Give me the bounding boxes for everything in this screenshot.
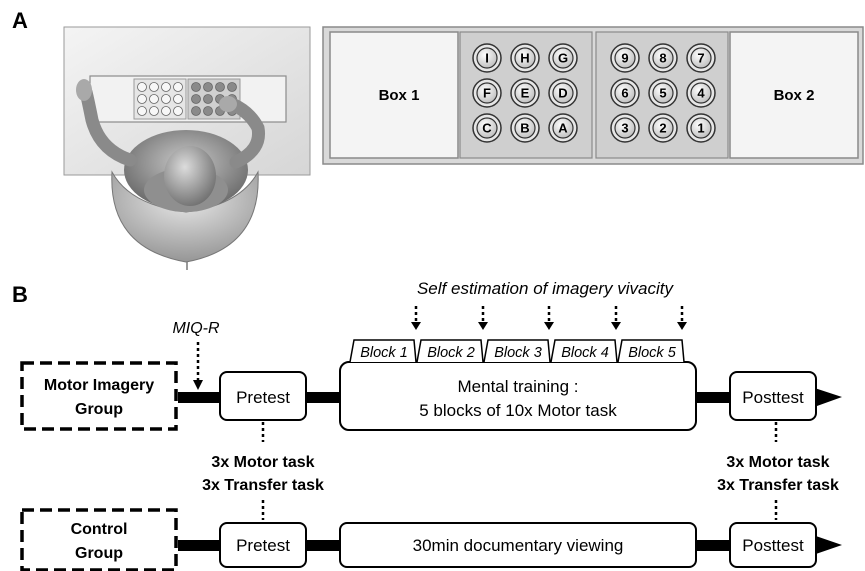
number-button-2: 2 <box>648 113 678 143</box>
block-tab-label: Block 4 <box>561 345 609 361</box>
mi-pretest-label: Pretest <box>236 388 290 407</box>
letter-button-label: B <box>520 121 529 136</box>
block-tab-4: Block 4 <box>550 339 618 363</box>
number-button-5: 5 <box>648 78 678 108</box>
number-button-label: 6 <box>621 86 628 101</box>
number-button-8: 8 <box>648 43 678 73</box>
number-button-1: 1 <box>686 113 716 143</box>
number-button-label: 2 <box>659 121 666 136</box>
letter-button-grid: I H G F E D C B A <box>472 43 578 143</box>
documentary-box <box>339 522 697 568</box>
control-pretest-label: Pretest <box>236 536 290 555</box>
test-connectors <box>261 422 778 520</box>
control-posttest-box <box>729 522 817 568</box>
motor-imagery-group-line2: Group <box>75 401 123 418</box>
tests-right-line1: 3x Motor task <box>726 454 829 471</box>
documentary-label: 30min documentary viewing <box>413 536 624 555</box>
miq-r-label: MIQ-R <box>172 320 220 337</box>
control-pretest-box <box>219 522 307 568</box>
number-button-label: 9 <box>621 51 628 66</box>
mental-training-line2: 5 blocks of 10x Motor task <box>419 401 617 420</box>
tests-left-line1: 3x Motor task <box>211 454 314 471</box>
letter-button-D: D <box>548 78 578 108</box>
control-group-line1: Control <box>71 521 128 538</box>
mental-training-line1: Mental training : <box>458 377 579 396</box>
number-button-3: 3 <box>610 113 640 143</box>
letter-button-label: I <box>485 51 489 66</box>
panel-a-letter: A <box>12 8 28 33</box>
tests-left-line2: 3x Transfer task <box>202 477 324 494</box>
control-group-box <box>20 508 178 571</box>
motor-imagery-group-box <box>20 361 178 431</box>
number-button-grid: 9 8 7 6 5 4 3 2 1 <box>610 43 716 143</box>
self-estimation-label: Self estimation of imagery vivacity <box>417 279 675 298</box>
block-tabs: Block 1 Block 2 Block 3 Block 4 Block 5 <box>349 339 685 363</box>
number-button-label: 3 <box>621 121 628 136</box>
number-button-label: 1 <box>697 121 704 136</box>
letter-button-G: G <box>548 43 578 73</box>
motor-imagery-group-line1: Motor Imagery <box>44 377 154 394</box>
block-tab-3: Block 3 <box>483 339 551 363</box>
block-tab-5: Block 5 <box>617 339 685 363</box>
box-2-label: Box 2 <box>774 87 815 104</box>
control-group-line2: Group <box>75 545 123 562</box>
letter-button-label: D <box>558 86 567 101</box>
letter-button-label: H <box>520 51 529 66</box>
block-tab-label: Block 1 <box>360 345 408 361</box>
letter-button-F: F <box>472 78 502 108</box>
mi-pretest-box <box>219 371 307 421</box>
number-button-9: 9 <box>610 43 640 73</box>
block-tab-label: Block 3 <box>494 345 542 361</box>
block-tab-2: Block 2 <box>416 339 484 363</box>
letter-button-H: H <box>510 43 540 73</box>
block-tab-label: Block 2 <box>427 345 475 361</box>
participant-illustration <box>76 79 266 270</box>
letter-button-I: I <box>472 43 502 73</box>
number-button-label: 4 <box>697 86 705 101</box>
number-button-6: 6 <box>610 78 640 108</box>
tests-right-line2: 3x Transfer task <box>717 477 839 494</box>
number-button-label: 5 <box>659 86 666 101</box>
letter-button-label: A <box>558 121 568 136</box>
box-1-label: Box 1 <box>379 87 420 104</box>
control-posttest-label: Posttest <box>742 536 804 555</box>
letter-button-label: G <box>558 51 568 66</box>
block-tab-label: Block 5 <box>628 345 676 361</box>
self-estimation-arrowheads <box>411 322 687 330</box>
number-button-4: 4 <box>686 78 716 108</box>
letter-button-label: E <box>521 86 530 101</box>
letter-button-C: C <box>472 113 502 143</box>
letter-button-B: B <box>510 113 540 143</box>
letter-button-label: F <box>483 86 491 101</box>
number-button-label: 7 <box>697 51 704 66</box>
number-button-7: 7 <box>686 43 716 73</box>
block-tab-1: Block 1 <box>349 339 417 363</box>
mi-posttest-box <box>729 371 817 421</box>
mi-posttest-label: Posttest <box>742 388 804 407</box>
letter-button-A: A <box>548 113 578 143</box>
letter-button-label: C <box>482 121 492 136</box>
panel-b-letter: B <box>12 282 28 307</box>
number-button-label: 8 <box>659 51 666 66</box>
letter-button-E: E <box>510 78 540 108</box>
self-estimation-arrows <box>414 306 684 322</box>
